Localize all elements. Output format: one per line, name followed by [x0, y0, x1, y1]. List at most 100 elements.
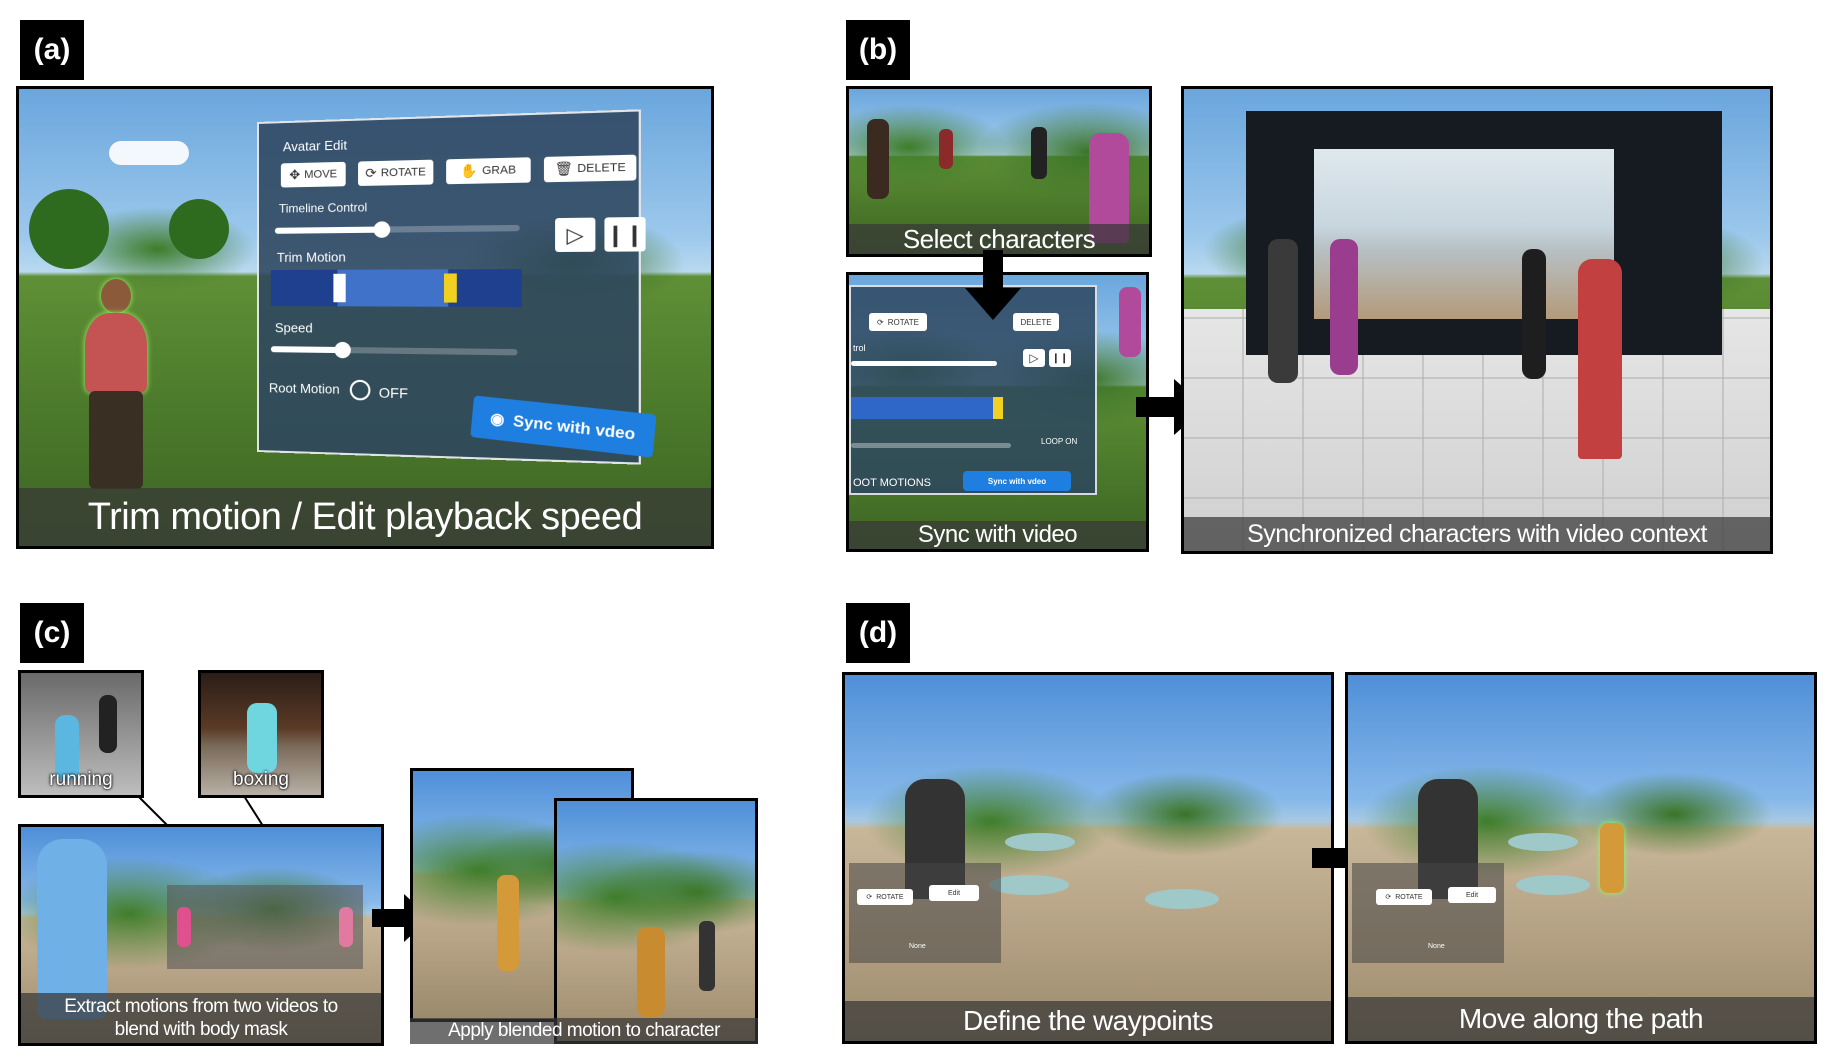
character	[497, 875, 519, 971]
thumb-boxing: boxing	[198, 670, 324, 798]
trash-icon: 🗑	[554, 160, 572, 177]
rotate-icon: ⟳	[365, 165, 376, 182]
waypoint-marker	[1508, 833, 1578, 851]
speed-slider[interactable]	[851, 443, 1011, 448]
trim-start-handle[interactable]	[333, 274, 345, 302]
move-button-label: MOVE	[304, 168, 337, 181]
rotate-button-label: ROTATE	[381, 166, 426, 179]
rotate-button[interactable]: ⟳ ROTATE	[358, 160, 433, 186]
character	[939, 129, 953, 169]
pause-button[interactable]: ❙❙	[1049, 349, 1071, 367]
sync-with-video-caption: Sync with video	[849, 521, 1146, 549]
edit-button-label: Edit	[948, 890, 960, 897]
moving-character	[1600, 823, 1624, 893]
root-motions-label: OOT MOTIONS	[853, 477, 931, 489]
avatar-edit-panel: Avatar Edit ✥MOVE ⟳ROTATE ✋GRAB 🗑DELETE …	[257, 109, 641, 464]
timeline-slider-fill	[275, 227, 382, 234]
sync-with-video-button[interactable]: ◉ Sync with vdeo	[470, 395, 656, 457]
grab-button[interactable]: ✋GRAB	[446, 157, 531, 184]
cloud	[109, 141, 189, 165]
pause-button[interactable]: ❙❙	[604, 217, 645, 252]
timeline-slider[interactable]	[851, 361, 997, 366]
move-icon: ✥	[289, 167, 300, 183]
character	[1522, 249, 1546, 379]
tree	[169, 199, 229, 259]
sync-icon: ◉	[489, 409, 505, 429]
trim-motion-bar[interactable]	[851, 397, 1003, 419]
waypoint-marker	[1516, 875, 1590, 895]
speed-slider-knob[interactable]	[334, 342, 350, 358]
pause-icon: ❙❙	[1052, 353, 1069, 364]
play-icon: ▷	[567, 221, 584, 248]
rotate-icon: ⟳	[877, 318, 884, 327]
video-content	[1314, 149, 1614, 319]
timeline-slider[interactable]	[275, 225, 520, 234]
waypoint-name: None	[1428, 943, 1445, 950]
speed-slider[interactable]	[271, 346, 518, 355]
character	[1578, 259, 1622, 459]
trim-motion-bar[interactable]	[271, 269, 522, 307]
waypoint-marker	[1005, 833, 1075, 851]
rotate-button[interactable]: ⟳ROTATE	[1376, 889, 1432, 905]
panel-d-move-screenshot: ⟳ROTATE Edit None Move along the path	[1345, 672, 1817, 1044]
arrow-down	[965, 250, 1021, 320]
edit-button[interactable]: Edit	[929, 885, 979, 901]
label-b: (b)	[846, 20, 910, 80]
edit-button[interactable]: Edit	[1448, 887, 1496, 903]
avatar-edit-title: Avatar Edit	[283, 137, 347, 154]
character	[637, 927, 665, 1017]
rotate-button[interactable]: ⟳ ROTATE	[869, 313, 927, 331]
motion-preview-panel	[167, 885, 363, 969]
pause-icon: ❙❙	[606, 221, 644, 248]
panel-a-caption: Trim motion / Edit playback speed	[19, 488, 711, 546]
move-button[interactable]: ✥ MOVE	[281, 162, 346, 188]
trim-motion-label: Trim Motion	[277, 249, 346, 265]
delete-button-label: DELETE	[577, 161, 625, 175]
panel-d-define-screenshot: ⟳ ROTATE Edit None Define the waypoints	[842, 672, 1334, 1044]
character	[867, 119, 889, 199]
waypoint-edit-panel: ⟳ ROTATE Edit None	[849, 863, 1001, 963]
character	[1119, 287, 1141, 357]
speed-slider-fill	[271, 346, 343, 353]
root-motion-toggle[interactable]	[350, 380, 371, 401]
timeline-slider-knob[interactable]	[374, 221, 391, 238]
rotate-button-label: ROTATE	[888, 318, 919, 327]
rotate-button[interactable]: ⟳ ROTATE	[857, 889, 913, 905]
waypoint-edit-panel: ⟳ROTATE Edit None	[1352, 863, 1504, 963]
pink-figure	[339, 907, 353, 947]
character	[1268, 239, 1298, 383]
extract-caption: Extract motions from two videos to blend…	[21, 993, 381, 1043]
control-label: trol	[853, 343, 866, 353]
loop-toggle-label[interactable]: LOOP ON	[1041, 437, 1077, 446]
boxing-label: boxing	[201, 769, 321, 791]
avatar-character[interactable]	[71, 279, 161, 489]
panel-a-screenshot: Avatar Edit ✥MOVE ⟳ROTATE ✋GRAB 🗑DELETE …	[16, 86, 714, 549]
trim-end-handle[interactable]	[993, 397, 1003, 419]
rotate-icon: ⟳	[866, 893, 872, 901]
panel-c-extract-screenshot: Extract motions from two videos to blend…	[18, 824, 384, 1046]
delete-button-label: DELETE	[1020, 318, 1051, 327]
thumb-running: running	[18, 670, 144, 798]
sync-button-label: Sync with vdeo	[512, 412, 636, 443]
boxing-figure	[247, 703, 277, 773]
waypoint-marker	[1145, 889, 1219, 909]
play-button[interactable]: ▷	[1023, 349, 1045, 367]
panel-b-result-screenshot: Synchronized characters with video conte…	[1181, 86, 1773, 554]
play-icon: ▷	[1029, 351, 1038, 365]
grab-button-label: GRAB	[482, 164, 516, 177]
rotate-button-label: ROTATE	[876, 894, 903, 901]
label-d: (d)	[846, 603, 910, 663]
trim-end-handle[interactable]	[444, 273, 457, 302]
delete-button[interactable]: 🗑 DELETE	[544, 155, 636, 183]
play-button[interactable]: ▷	[555, 218, 595, 252]
timeline-control-label: Timeline Control	[279, 200, 367, 216]
tree	[29, 189, 109, 269]
sync-button-label: Sync with vdeo	[988, 477, 1046, 486]
waypoint-name: None	[909, 943, 926, 950]
character	[1031, 127, 1047, 179]
define-waypoints-caption: Define the waypoints	[845, 1001, 1331, 1041]
running-label: running	[21, 769, 141, 791]
panel-c-apply-screenshot-front	[554, 798, 758, 1044]
panel-b-select-screenshot: Select characters	[846, 86, 1152, 257]
sync-with-video-button[interactable]: Sync with vdeo	[963, 471, 1071, 491]
